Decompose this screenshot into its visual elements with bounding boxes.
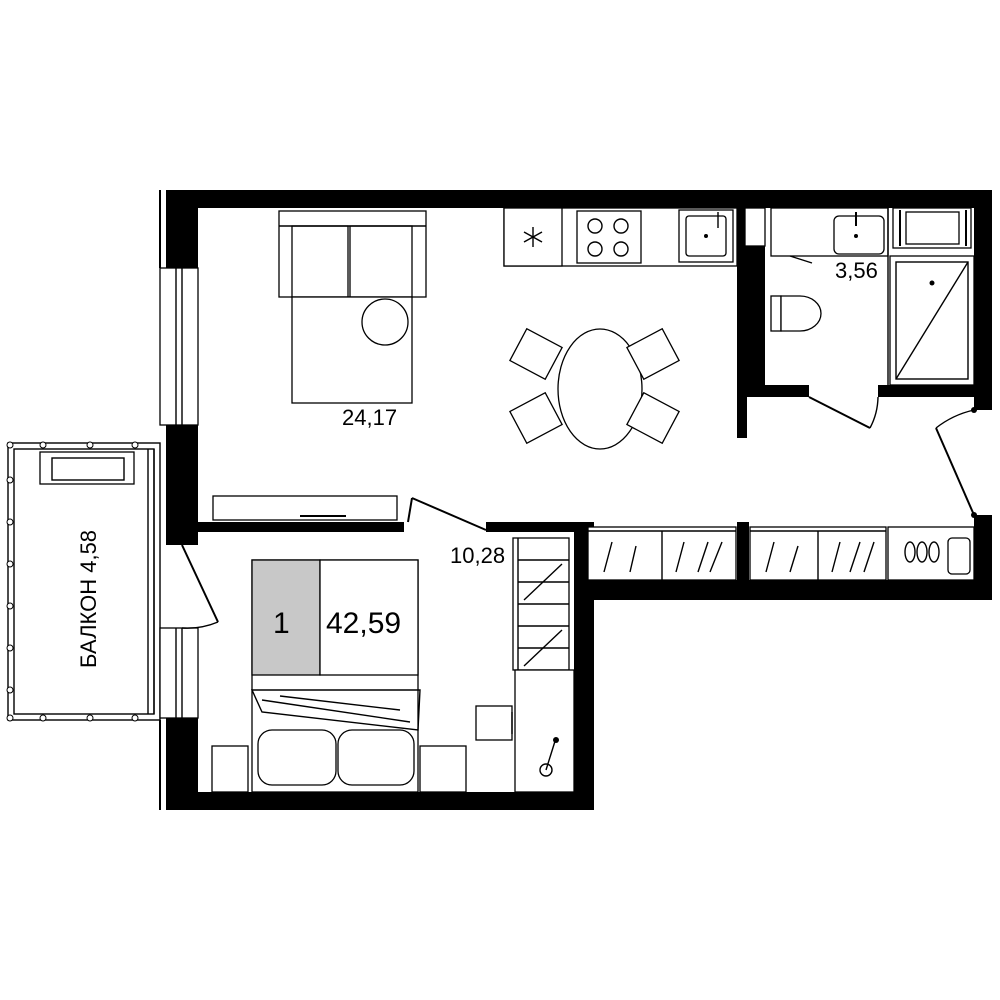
doors (181, 396, 977, 629)
dining-chair (509, 327, 563, 381)
tv-cabinet (212, 495, 398, 521)
bedroom: 1 42,59 10,28 (211, 537, 575, 793)
toilet (770, 295, 822, 332)
headboard-bench (211, 745, 249, 793)
balcony-railing-posts (6, 441, 139, 722)
total-area: 42,59 (326, 607, 401, 640)
bedside-bench (419, 745, 467, 793)
rooms-count-cell (251, 559, 321, 676)
corridor (587, 526, 975, 581)
bedroom-shelving (512, 537, 570, 671)
desk-lamp-icon (539, 737, 559, 777)
faucet-icon (854, 212, 858, 238)
cooktop-icon (587, 218, 629, 257)
bathroom-area: 3,56 (835, 258, 878, 283)
shoe-rack (887, 526, 975, 581)
dining-table (557, 328, 643, 450)
living-room-area: 24,17 (342, 405, 397, 430)
wardrobe (587, 526, 737, 581)
fridge-snow-icon (523, 227, 543, 247)
bathroom-sink (833, 215, 885, 255)
windows (159, 190, 766, 810)
desk-chair (475, 705, 513, 741)
shower-tray (889, 255, 975, 386)
balcony-bench (39, 451, 135, 485)
apartment-badge: 1 42,59 (251, 559, 419, 676)
wardrobe (749, 526, 887, 581)
balcony: БАЛКОН 4,58 (6, 441, 161, 722)
coffee-table (361, 298, 409, 346)
desk (475, 669, 575, 793)
kitchen-sink-icon (704, 212, 719, 238)
bathroom: 3,56 (770, 207, 975, 386)
bedroom-area: 10,28 (450, 543, 505, 568)
sofa (278, 210, 427, 404)
washing-machine (892, 207, 972, 249)
dining-set (509, 327, 680, 450)
kitchen-counter (503, 207, 738, 267)
walls (166, 190, 992, 810)
living-kitchen-room: 24,17 (212, 207, 738, 521)
dining-chair (626, 391, 680, 445)
rooms-count: 1 (273, 607, 290, 640)
dining-chair (626, 327, 680, 381)
total-area-cell (319, 559, 419, 676)
dining-chair (509, 391, 563, 445)
balcony-label: БАЛКОН 4,58 (76, 530, 101, 668)
